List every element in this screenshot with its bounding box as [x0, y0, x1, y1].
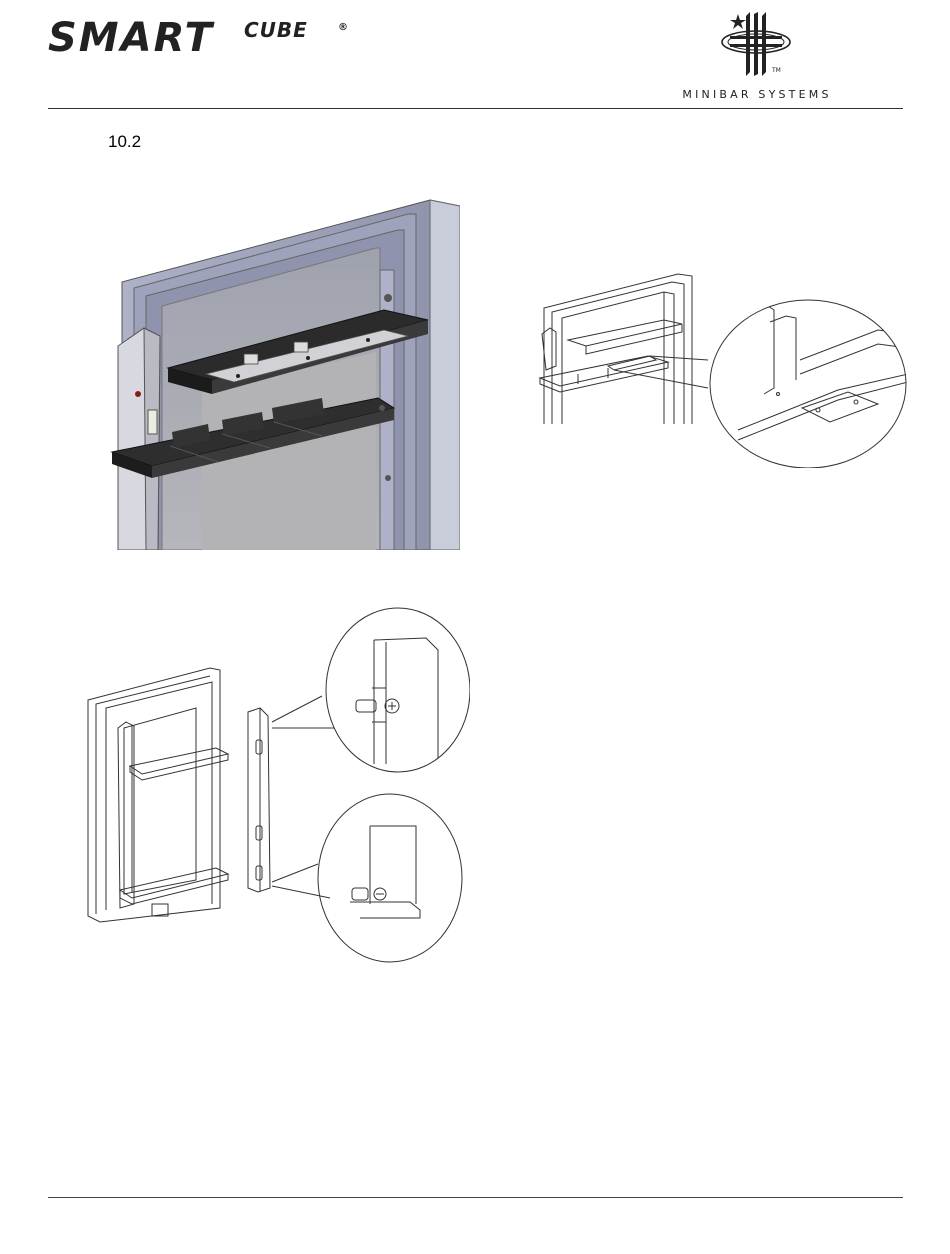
door-hinge-bracket-assembly-diagram	[80, 604, 470, 964]
smartcube-logo-cube: CUBE	[244, 20, 308, 40]
door-frame-detail-diagram	[538, 270, 908, 468]
header-divider	[48, 108, 903, 109]
registered-mark: ®	[338, 22, 348, 33]
trademark-label: TM	[771, 67, 781, 74]
section-number: 10.2	[108, 132, 141, 152]
minibar-emblem-icon: TM	[716, 12, 796, 78]
door-frame-with-trays-render	[108, 196, 460, 550]
smartcube-logo-smart: SMART	[48, 18, 214, 58]
footer-divider	[48, 1197, 903, 1198]
brand-name: MINIBAR SYSTEMS	[668, 88, 846, 101]
minibar-systems-logo: TM MINIBAR SYSTEMS	[668, 10, 842, 102]
